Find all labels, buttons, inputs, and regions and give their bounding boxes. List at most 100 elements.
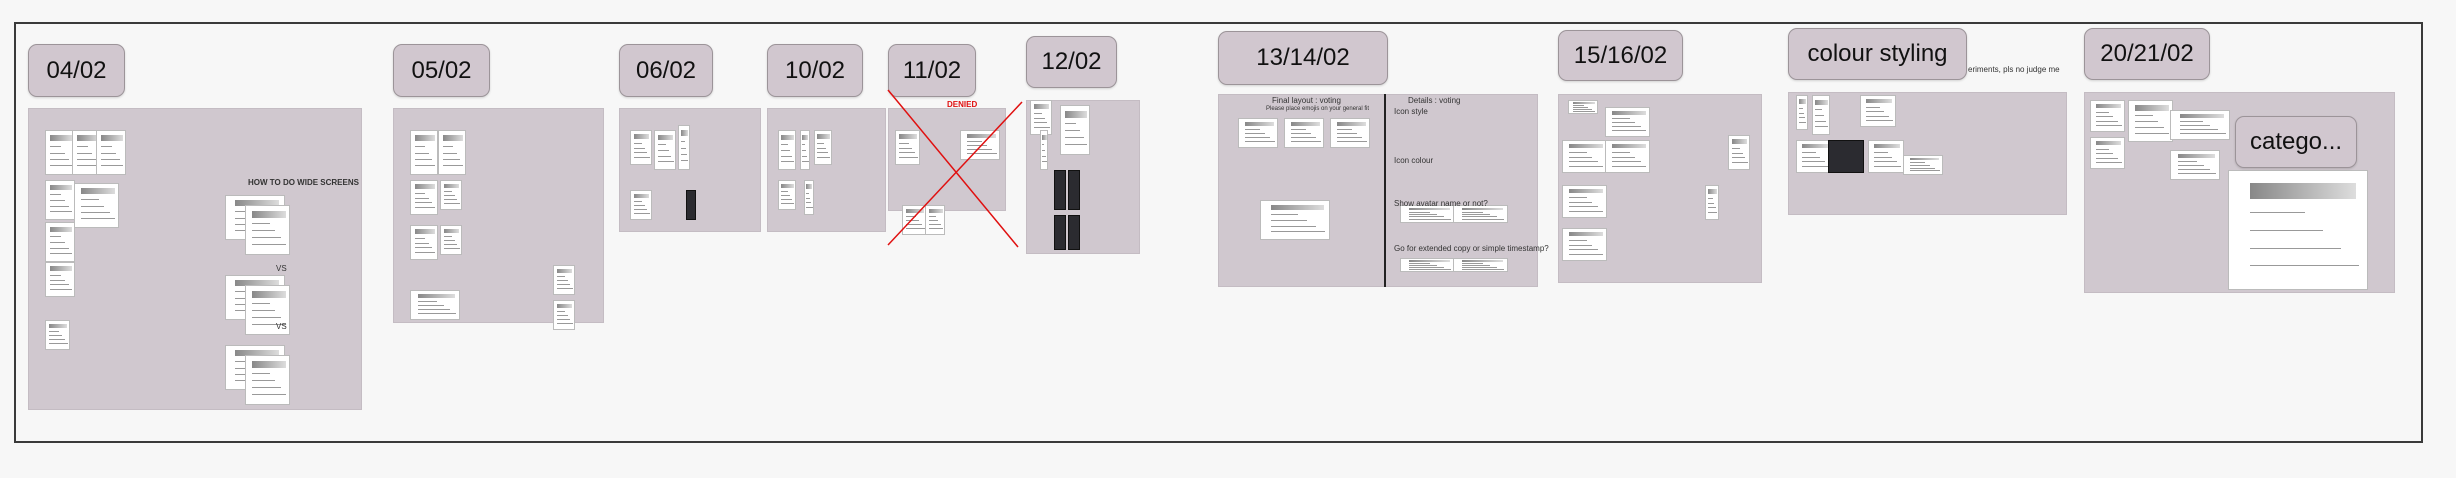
- screen-thumbnail[interactable]: [960, 130, 1000, 160]
- screen-thumbnail[interactable]: [440, 180, 462, 210]
- screen-thumbnail[interactable]: [45, 222, 75, 262]
- screen-thumbnail[interactable]: [553, 265, 575, 295]
- screen-thumbnail[interactable]: [814, 130, 832, 165]
- screen-thumbnail[interactable]: [800, 130, 810, 170]
- thumbnail-line: [1408, 266, 1444, 268]
- screen-thumbnail[interactable]: [2090, 137, 2125, 169]
- thumbnail-line: [101, 158, 120, 160]
- section-label-05-02[interactable]: 05/02: [393, 44, 490, 97]
- screen-thumbnail[interactable]: [1054, 170, 1066, 210]
- screen-thumbnail[interactable]: [1453, 258, 1508, 272]
- screen-thumbnail[interactable]: [1260, 200, 1330, 240]
- screen-thumbnail[interactable]: [96, 130, 126, 175]
- screen-thumbnail[interactable]: [1728, 135, 1750, 170]
- screen-thumbnail[interactable]: [410, 130, 438, 175]
- screen-thumbnail[interactable]: [925, 205, 945, 235]
- screen-thumbnail[interactable]: [1812, 95, 1830, 135]
- thumbnail-line: [1802, 151, 1816, 153]
- screen-thumbnail[interactable]: [438, 130, 466, 175]
- screen-thumbnail[interactable]: [245, 205, 290, 255]
- thumbnail-header: [234, 280, 280, 287]
- screen-thumbnail[interactable]: [804, 180, 814, 215]
- screen-thumbnail[interactable]: [2170, 150, 2220, 180]
- thumbnail-line: [1461, 268, 1504, 270]
- screen-thumbnail[interactable]: [1868, 140, 1904, 173]
- screen-thumbnail[interactable]: [654, 130, 676, 170]
- thumbnail-line: [1909, 162, 1925, 164]
- screen-thumbnail[interactable]: [45, 320, 70, 350]
- screen-thumbnail[interactable]: [440, 225, 462, 255]
- screen-thumbnail[interactable]: [1568, 100, 1598, 114]
- screen-thumbnail[interactable]: [410, 290, 460, 320]
- screen-thumbnail[interactable]: [1796, 140, 1832, 173]
- thumbnail-header: [1569, 144, 1603, 149]
- thumbnail-header: [50, 184, 72, 191]
- screen-thumbnail[interactable]: [45, 262, 75, 297]
- thumbnail-line: [2095, 148, 2110, 150]
- screen-thumbnail[interactable]: [2090, 100, 2125, 132]
- screen-thumbnail[interactable]: [1605, 140, 1650, 173]
- thumbnail-line: [101, 165, 124, 167]
- section-label-colour-styling[interactable]: colour styling: [1788, 28, 1967, 80]
- thumbnail-line: [1408, 211, 1431, 213]
- section-label-04-02[interactable]: 04/02: [28, 44, 125, 97]
- screen-thumbnail[interactable]: [778, 180, 796, 210]
- screen-thumbnail[interactable]: [1453, 205, 1508, 223]
- section-label-20-21-02[interactable]: 20/21/02: [2084, 28, 2210, 80]
- screen-thumbnail[interactable]: [1796, 95, 1808, 130]
- screen-thumbnail[interactable]: [553, 300, 575, 330]
- screen-thumbnail[interactable]: [2128, 100, 2173, 142]
- screen-thumbnail[interactable]: [1903, 155, 1943, 175]
- screen-thumbnail[interactable]: [1828, 140, 1864, 173]
- screen-thumbnail[interactable]: [2228, 170, 2368, 290]
- screen-thumbnail[interactable]: [1068, 215, 1080, 250]
- screen-thumbnail[interactable]: [410, 225, 438, 260]
- screen-thumbnail[interactable]: [630, 190, 652, 220]
- section-label-10-02[interactable]: 10/02: [767, 44, 863, 97]
- screen-thumbnail[interactable]: [2170, 110, 2230, 140]
- screen-thumbnail[interactable]: [1238, 118, 1278, 148]
- section-label-15-16-02[interactable]: 15/16/02: [1558, 30, 1683, 81]
- screen-thumbnail[interactable]: [410, 180, 438, 215]
- screen-thumbnail[interactable]: [245, 355, 290, 405]
- screen-thumbnail[interactable]: [1860, 95, 1896, 127]
- screen-thumbnail[interactable]: [74, 183, 119, 228]
- section-label-06-02[interactable]: 06/02: [619, 44, 713, 97]
- section-panel-10-02[interactable]: [767, 108, 886, 232]
- screen-thumbnail[interactable]: [1562, 228, 1607, 261]
- screen-thumbnail[interactable]: [1068, 170, 1080, 210]
- screen-thumbnail[interactable]: [1605, 107, 1650, 137]
- screen-thumbnail[interactable]: [902, 205, 927, 235]
- screen-thumbnail[interactable]: [1400, 258, 1455, 272]
- thumbnail-line: [101, 146, 113, 148]
- screen-thumbnail[interactable]: [1330, 118, 1370, 148]
- thumbnail-header: [252, 210, 286, 218]
- screen-thumbnail[interactable]: [1705, 185, 1719, 220]
- thumbnail-line: [557, 323, 573, 325]
- section-panel-colour-styling[interactable]: [1788, 92, 2067, 215]
- screen-thumbnail[interactable]: [45, 180, 75, 220]
- screen-thumbnail[interactable]: [245, 285, 290, 335]
- screen-thumbnail[interactable]: [1040, 130, 1048, 170]
- screen-thumbnail[interactable]: [1060, 105, 1090, 155]
- screen-thumbnail[interactable]: [778, 130, 796, 170]
- section-label-12-02[interactable]: 12/02: [1026, 36, 1117, 88]
- screen-thumbnail[interactable]: [1562, 185, 1607, 218]
- section-label-catego[interactable]: catego...: [2235, 116, 2357, 168]
- screen-thumbnail[interactable]: [1562, 140, 1607, 173]
- screen-thumbnail[interactable]: [686, 190, 696, 220]
- thumbnail-line: [50, 236, 62, 238]
- screen-thumbnail[interactable]: [1030, 100, 1052, 135]
- screen-thumbnail[interactable]: [1400, 205, 1455, 223]
- screen-thumbnail[interactable]: [895, 130, 920, 165]
- screen-thumbnail[interactable]: [1054, 215, 1066, 250]
- screen-thumbnail[interactable]: [1284, 118, 1324, 148]
- section-label-13-14-02[interactable]: 13/14/02: [1218, 31, 1388, 85]
- thumbnail-line: [781, 190, 788, 192]
- thumbnail-line: [81, 211, 110, 213]
- section-label-11-02[interactable]: 11/02: [888, 44, 976, 97]
- screen-thumbnail[interactable]: [678, 125, 690, 170]
- screen-thumbnail[interactable]: [45, 130, 75, 175]
- screen-thumbnail[interactable]: [630, 130, 652, 165]
- thumbnail-header: [1408, 207, 1450, 210]
